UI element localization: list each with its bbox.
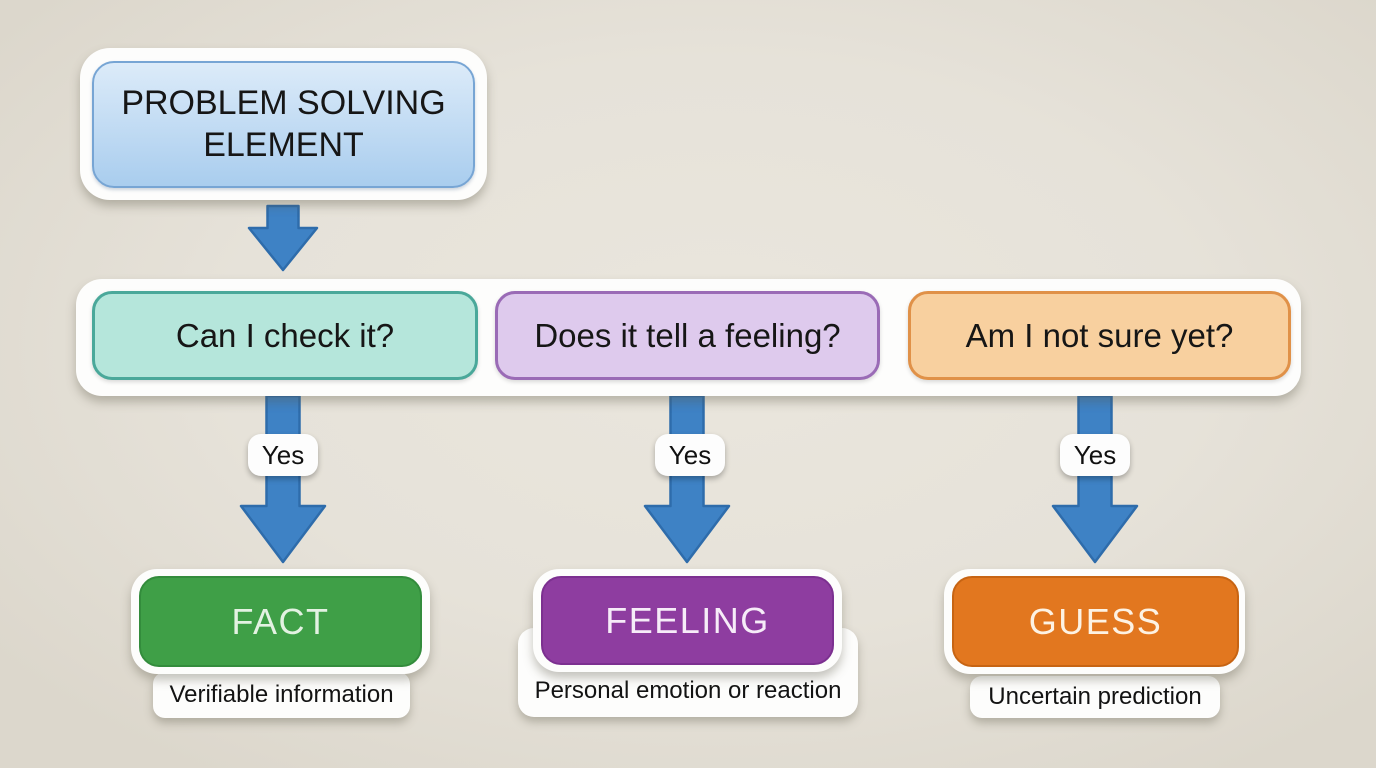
branch-label-text: Yes xyxy=(261,439,305,470)
question-am-i-not-sure-yet: Am I not sure yet? xyxy=(908,291,1291,380)
question-does-it-tell-a-feeling: Does it tell a feeling? xyxy=(495,291,880,380)
outcome-fact: FACT xyxy=(139,576,422,667)
root-node-label-line1: PROBLEM SOLVING xyxy=(121,84,446,123)
arrow-shape xyxy=(643,394,731,564)
outcome-feeling: FEELING xyxy=(541,576,834,665)
arrow-shape xyxy=(239,394,327,564)
question-label: Does it tell a feeling? xyxy=(534,316,841,354)
root-node-label-line2: ELEMENT xyxy=(203,125,364,164)
arrow-down-icon xyxy=(247,204,319,272)
arrow-down-icon xyxy=(1051,394,1139,564)
branch-label-yes: Yes xyxy=(248,434,318,476)
outcome-title: FEELING xyxy=(605,599,770,641)
arrow-down-icon xyxy=(239,394,327,564)
outcome-guess: GUESS xyxy=(952,576,1239,667)
outcome-title: GUESS xyxy=(1028,600,1163,642)
branch-label-yes: Yes xyxy=(1060,434,1130,476)
outcome-title: FACT xyxy=(231,600,330,642)
outcome-guess-description: Uncertain prediction xyxy=(970,676,1220,718)
branch-label-text: Yes xyxy=(1073,439,1117,470)
description-text: Verifiable information xyxy=(169,681,394,708)
branch-label-yes: Yes xyxy=(655,434,725,476)
arrow-shape xyxy=(247,204,319,272)
question-label: Can I check it? xyxy=(175,316,395,354)
question-can-i-check-it: Can I check it? xyxy=(92,291,478,380)
root-node: PROBLEM SOLVING ELEMENT xyxy=(92,61,475,188)
outcome-fact-description: Verifiable information xyxy=(153,672,410,718)
branch-label-text: Yes xyxy=(668,439,712,470)
description-text: Uncertain prediction xyxy=(988,683,1202,710)
description-text: Personal emotion or reaction xyxy=(534,677,842,704)
question-label: Am I not sure yet? xyxy=(965,316,1234,354)
arrow-down-icon xyxy=(643,394,731,564)
arrow-shape xyxy=(1051,394,1139,564)
